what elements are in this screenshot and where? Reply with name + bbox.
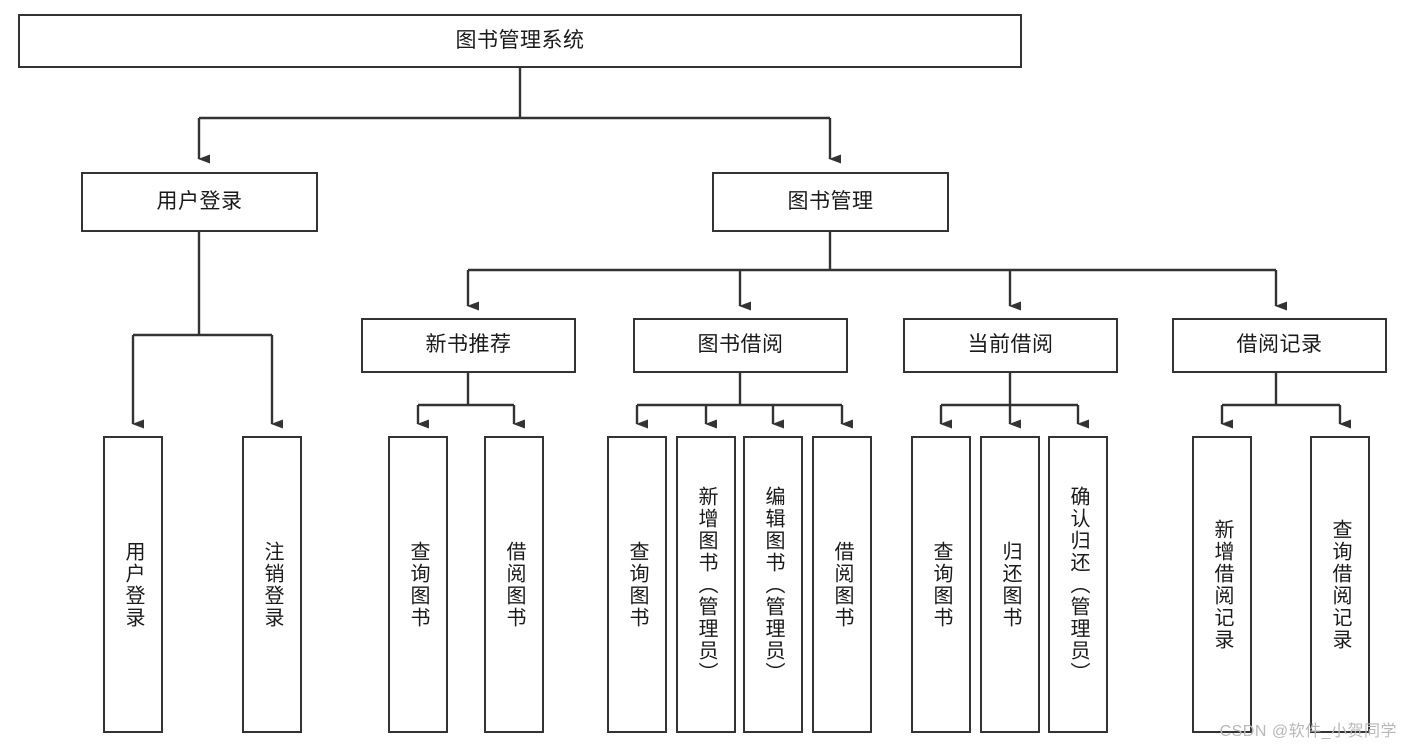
node-root-book-management-system[interactable]: 图书管理系统: [18, 14, 1022, 68]
node-leaf-query-record[interactable]: 查询借阅记录: [1310, 436, 1370, 733]
node-leaf-add-record[interactable]: 新增借阅记录: [1192, 436, 1252, 733]
node-leaf-user-logout[interactable]: 注销登录: [242, 436, 302, 733]
node-leaf-query-record-label: 查询借阅记录: [1329, 518, 1351, 651]
node-leaf-confirm-return-label: 确认归还（管理员）: [1067, 485, 1089, 684]
node-user-login[interactable]: 用户登录: [81, 172, 318, 232]
node-user-login-label: 用户登录: [156, 189, 243, 213]
node-leaf-user-logout-label: 注销登录: [261, 540, 283, 629]
node-leaf-return-book[interactable]: 归还图书: [980, 436, 1040, 733]
node-leaf-query-book-3[interactable]: 查询图书: [911, 436, 971, 733]
node-current-borrow-label: 当前借阅: [967, 333, 1054, 357]
node-root-label: 图书管理系统: [455, 28, 585, 52]
node-leaf-borrow-book-2[interactable]: 借阅图书: [812, 436, 872, 733]
node-book-manage[interactable]: 图书管理: [712, 172, 949, 232]
node-leaf-user-login[interactable]: 用户登录: [103, 436, 163, 733]
node-leaf-return-book-label: 归还图书: [999, 540, 1021, 629]
node-new-book-recommend[interactable]: 新书推荐: [361, 318, 576, 373]
node-leaf-query-book-1-label: 查询图书: [407, 540, 429, 629]
node-leaf-edit-book[interactable]: 编辑图书（管理员）: [743, 436, 803, 733]
node-borrow-record[interactable]: 借阅记录: [1172, 318, 1387, 373]
node-current-borrow[interactable]: 当前借阅: [903, 318, 1118, 373]
node-leaf-query-book-2-label: 查询图书: [626, 540, 648, 629]
node-leaf-borrow-book-1[interactable]: 借阅图书: [484, 436, 544, 733]
node-leaf-user-login-label: 用户登录: [122, 540, 144, 629]
node-book-manage-label: 图书管理: [787, 189, 874, 213]
node-leaf-add-record-label: 新增借阅记录: [1211, 518, 1233, 651]
node-book-borrow[interactable]: 图书借阅: [633, 318, 848, 373]
node-leaf-borrow-book-2-label: 借阅图书: [831, 540, 853, 629]
node-leaf-edit-book-label: 编辑图书（管理员）: [762, 485, 784, 684]
node-leaf-query-book-2[interactable]: 查询图书: [607, 436, 667, 733]
node-book-borrow-label: 图书借阅: [697, 333, 784, 357]
node-leaf-confirm-return[interactable]: 确认归还（管理员）: [1048, 436, 1108, 733]
node-leaf-borrow-book-1-label: 借阅图书: [503, 540, 525, 629]
node-leaf-add-book-label: 新增图书（管理员）: [695, 485, 717, 684]
node-new-book-recommend-label: 新书推荐: [425, 333, 512, 357]
node-leaf-add-book[interactable]: 新增图书（管理员）: [676, 436, 736, 733]
node-leaf-query-book-1[interactable]: 查询图书: [388, 436, 448, 733]
node-borrow-record-label: 借阅记录: [1236, 333, 1323, 357]
node-leaf-query-book-3-label: 查询图书: [930, 540, 952, 629]
csdn-watermark: CSDN @软件_小贺同学: [1219, 723, 1397, 740]
